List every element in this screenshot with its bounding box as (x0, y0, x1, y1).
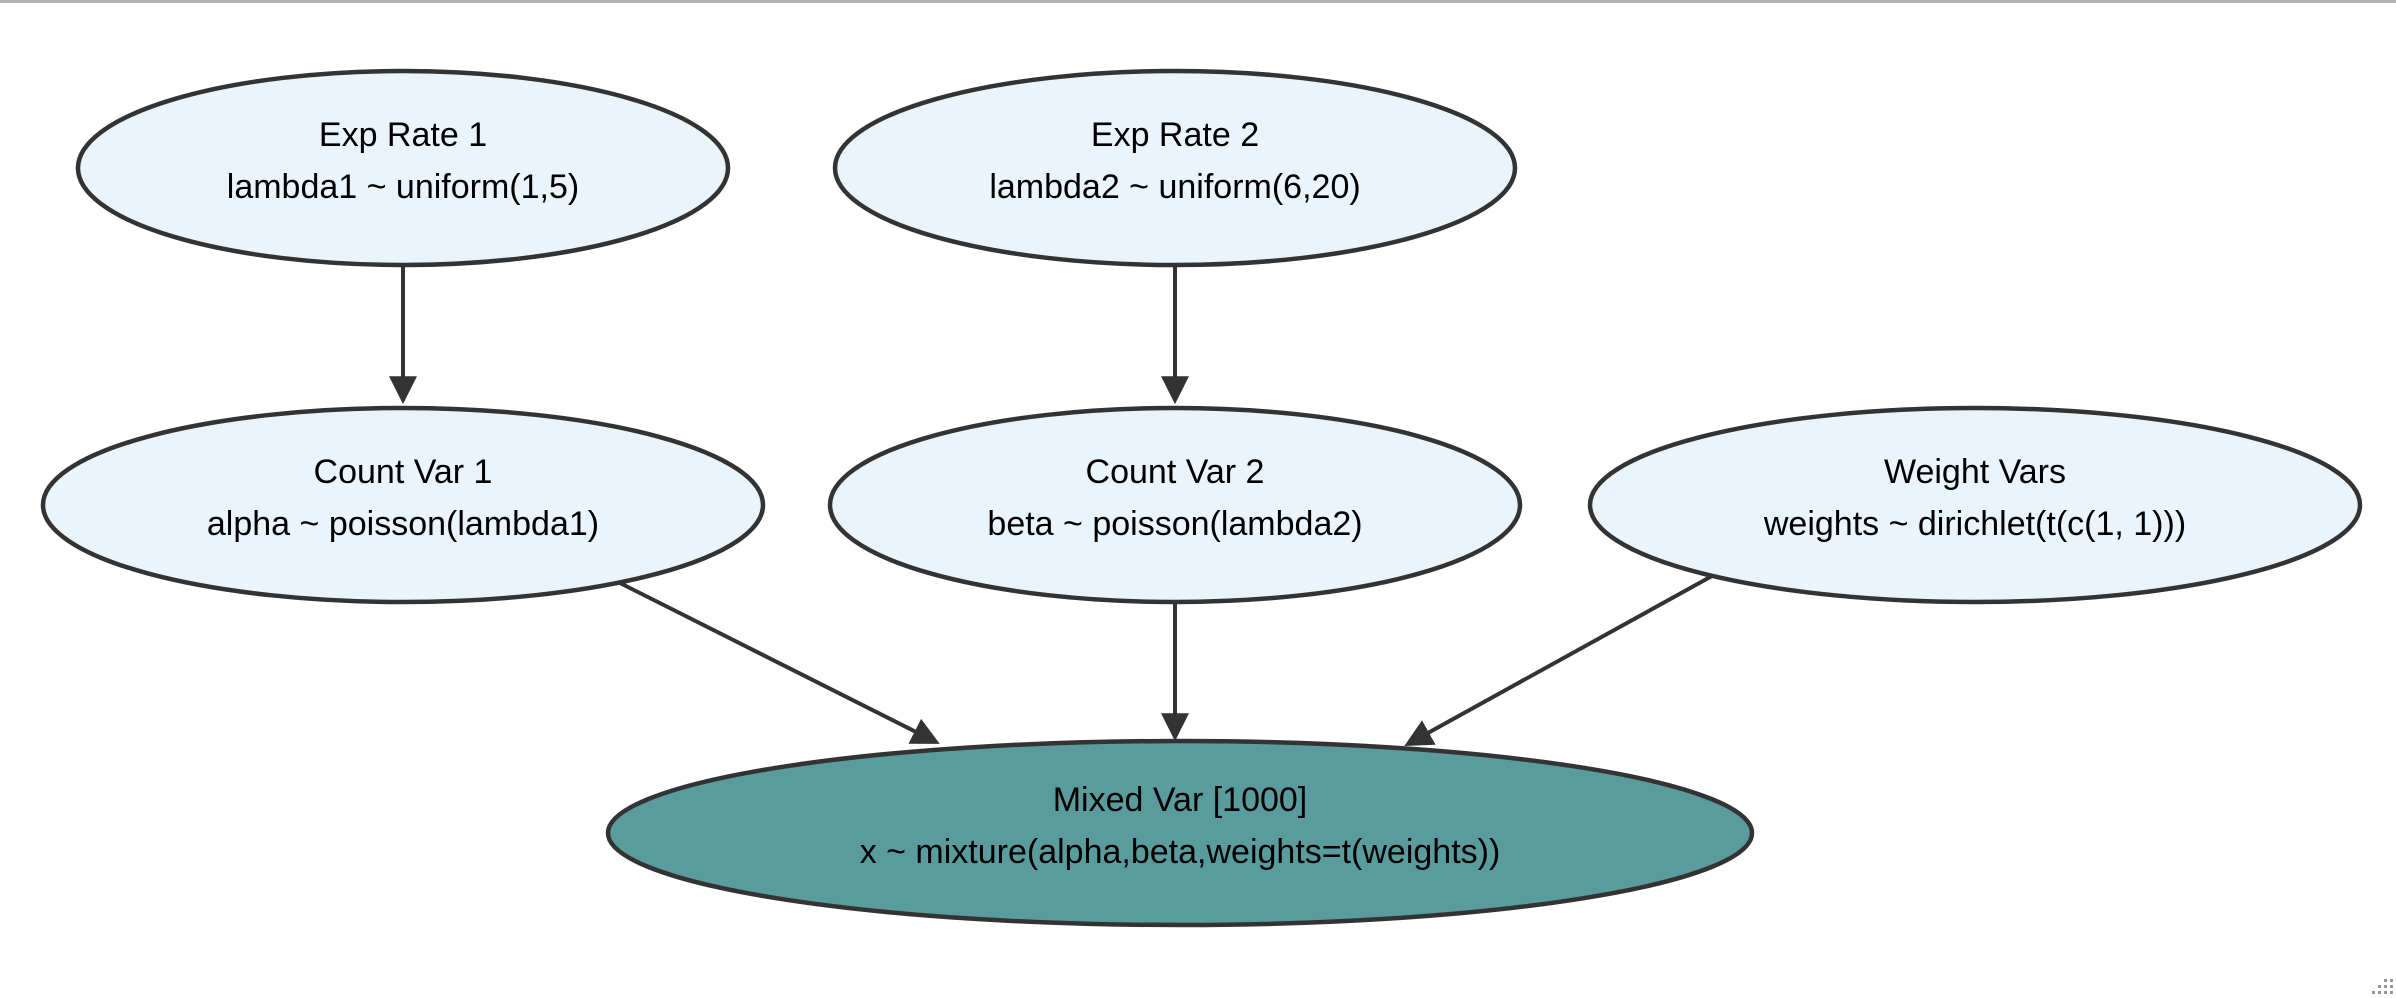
node-exp-rate-1-shape (75, 68, 731, 268)
node-weight-vars-formula: weights ~ dirichlet(t(c(1, 1))) (1763, 505, 2186, 543)
node-mixed-var-shape (605, 738, 1755, 928)
node-count-var-2-formula: beta ~ poisson(lambda2) (987, 505, 1362, 543)
node-weight-vars-shape (1587, 405, 2363, 605)
edge-weight-vars-to-mixed-var (1404, 574, 1713, 747)
node-mixed-var-formula: x ~ mixture(alpha,beta,weights=t(weights… (860, 833, 1501, 871)
node-count-var-1-shape (40, 405, 766, 605)
node-exp-rate-2: Exp Rate 2 lambda2 ~ uniform(6,20) (832, 68, 1518, 268)
node-count-var-2: Count Var 2 beta ~ poisson(lambda2) (827, 405, 1523, 605)
node-count-var-1-title: Count Var 1 (314, 453, 493, 491)
node-count-var-2-title: Count Var 2 (1086, 453, 1265, 491)
node-mixed-var-title: Mixed Var [1000] (1053, 781, 1308, 819)
node-exp-rate-2-shape (832, 68, 1518, 268)
edge-count-var-1-to-mixed-var (617, 580, 940, 744)
node-exp-rate-1: Exp Rate 1 lambda1 ~ uniform(1,5) (75, 68, 731, 268)
node-exp-rate-2-formula: lambda2 ~ uniform(6,20) (989, 168, 1360, 206)
node-mixed-var: Mixed Var [1000] x ~ mixture(alpha,beta,… (605, 738, 1755, 928)
node-weight-vars-title: Weight Vars (1884, 453, 2066, 491)
node-count-var-1-formula: alpha ~ poisson(lambda1) (207, 505, 599, 543)
node-exp-rate-2-title: Exp Rate 2 (1091, 116, 1259, 154)
resize-grip-icon[interactable] (2371, 979, 2393, 995)
node-exp-rate-1-formula: lambda1 ~ uniform(1,5) (227, 168, 579, 206)
pane-top-border (0, 0, 2396, 3)
node-count-var-1: Count Var 1 alpha ~ poisson(lambda1) (40, 405, 766, 605)
node-count-var-2-shape (827, 405, 1523, 605)
node-exp-rate-1-title: Exp Rate 1 (319, 116, 487, 154)
node-weight-vars: Weight Vars weights ~ dirichlet(t(c(1, 1… (1587, 405, 2363, 605)
